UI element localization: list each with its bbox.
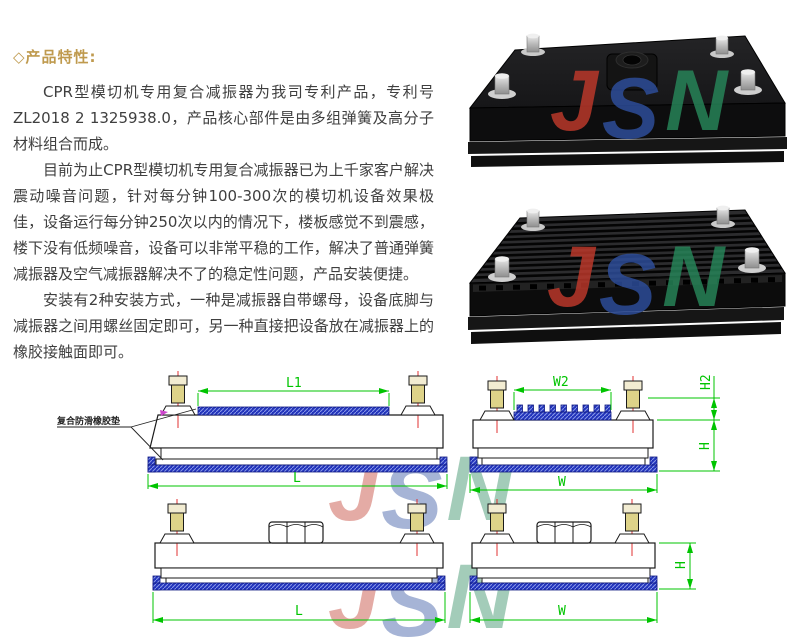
vent-slots [479, 277, 775, 291]
damper-rubber-strip-1 [468, 137, 787, 154]
dim-label-W: W [558, 604, 566, 619]
dim-label-L: L [293, 471, 301, 486]
bottom-rubber-pad [469, 575, 658, 591]
damper-front-face [469, 102, 786, 142]
corner-bolt [734, 69, 762, 95]
dim-label-L: L [295, 604, 303, 619]
center-nut-symbol [536, 521, 592, 544]
cooling-fins [474, 214, 782, 279]
damper-rubber-strip-2 [471, 151, 784, 167]
ribbed-rubber-pad [513, 404, 612, 421]
rubber-pad-callout: 复合防滑橡胶垫 [56, 415, 120, 427]
corner-bolt [488, 256, 516, 282]
product-photo-ribbed-top: JSN [468, 205, 786, 344]
drawing-end-view-top: W2 W H2 H [469, 374, 720, 493]
damper-rubber-strip-2 [471, 322, 781, 344]
dim-label-L1: L1 [286, 376, 302, 391]
drawing-side-view-bottom: L [152, 498, 446, 623]
feature-paragraph-1: CPR型模切机专用复合减振器为我司专利产品，专利号ZL2018 2 132593… [13, 83, 434, 153]
jsn-watermark: JSN [547, 229, 726, 333]
corner-bolt [521, 33, 545, 56]
top-rubber-pad [197, 406, 390, 416]
bottom-rubber-pad [147, 456, 448, 473]
feature-paragraph-3: 安装有2种安装方式，一种是减振器自带螺母，设备底脚与减振器之间用螺丝固定即可，另… [13, 291, 434, 361]
damper-rubber-strip-1 [468, 307, 784, 330]
dim-label-H: H [698, 442, 713, 450]
jsn-watermark: JSN [550, 53, 729, 157]
corner-bolt [710, 35, 734, 58]
magenta-datum-mark [160, 410, 168, 416]
dim-label-H2: H2 [699, 374, 714, 390]
dim-label-W2: W2 [553, 375, 569, 390]
corner-bolt [488, 73, 516, 99]
corner-bolt [738, 247, 766, 273]
feature-paragraph-2: 目前为止CPR型模切机专用复合减振器已为上千家客户解决震动噪音问题，针对每分钟1… [13, 161, 434, 283]
corner-bolt [521, 208, 545, 231]
bottom-rubber-pad [469, 456, 658, 473]
callout-leader-lines [57, 408, 197, 461]
product-features-section: ◇产品特性: CPR型模切机专用复合减振器为我司专利产品，专利号ZL2018 2… [13, 46, 434, 365]
dim-label-W: W [558, 475, 566, 490]
center-nut-boss [606, 51, 658, 91]
dim-label-H: H [674, 561, 689, 569]
drawing-side-view-top: L1 L 复合防滑橡胶垫 [56, 370, 448, 489]
corner-bolt [711, 205, 735, 228]
features-title: ◇产品特性: [13, 48, 97, 66]
product-photo-flat-top: JSN [468, 33, 787, 167]
center-nut-symbol [268, 521, 324, 544]
bottom-rubber-pad [152, 575, 446, 591]
drawing-end-view-bottom: W H [469, 498, 696, 623]
technical-drawings: JSN JSN L1 [56, 370, 720, 640]
